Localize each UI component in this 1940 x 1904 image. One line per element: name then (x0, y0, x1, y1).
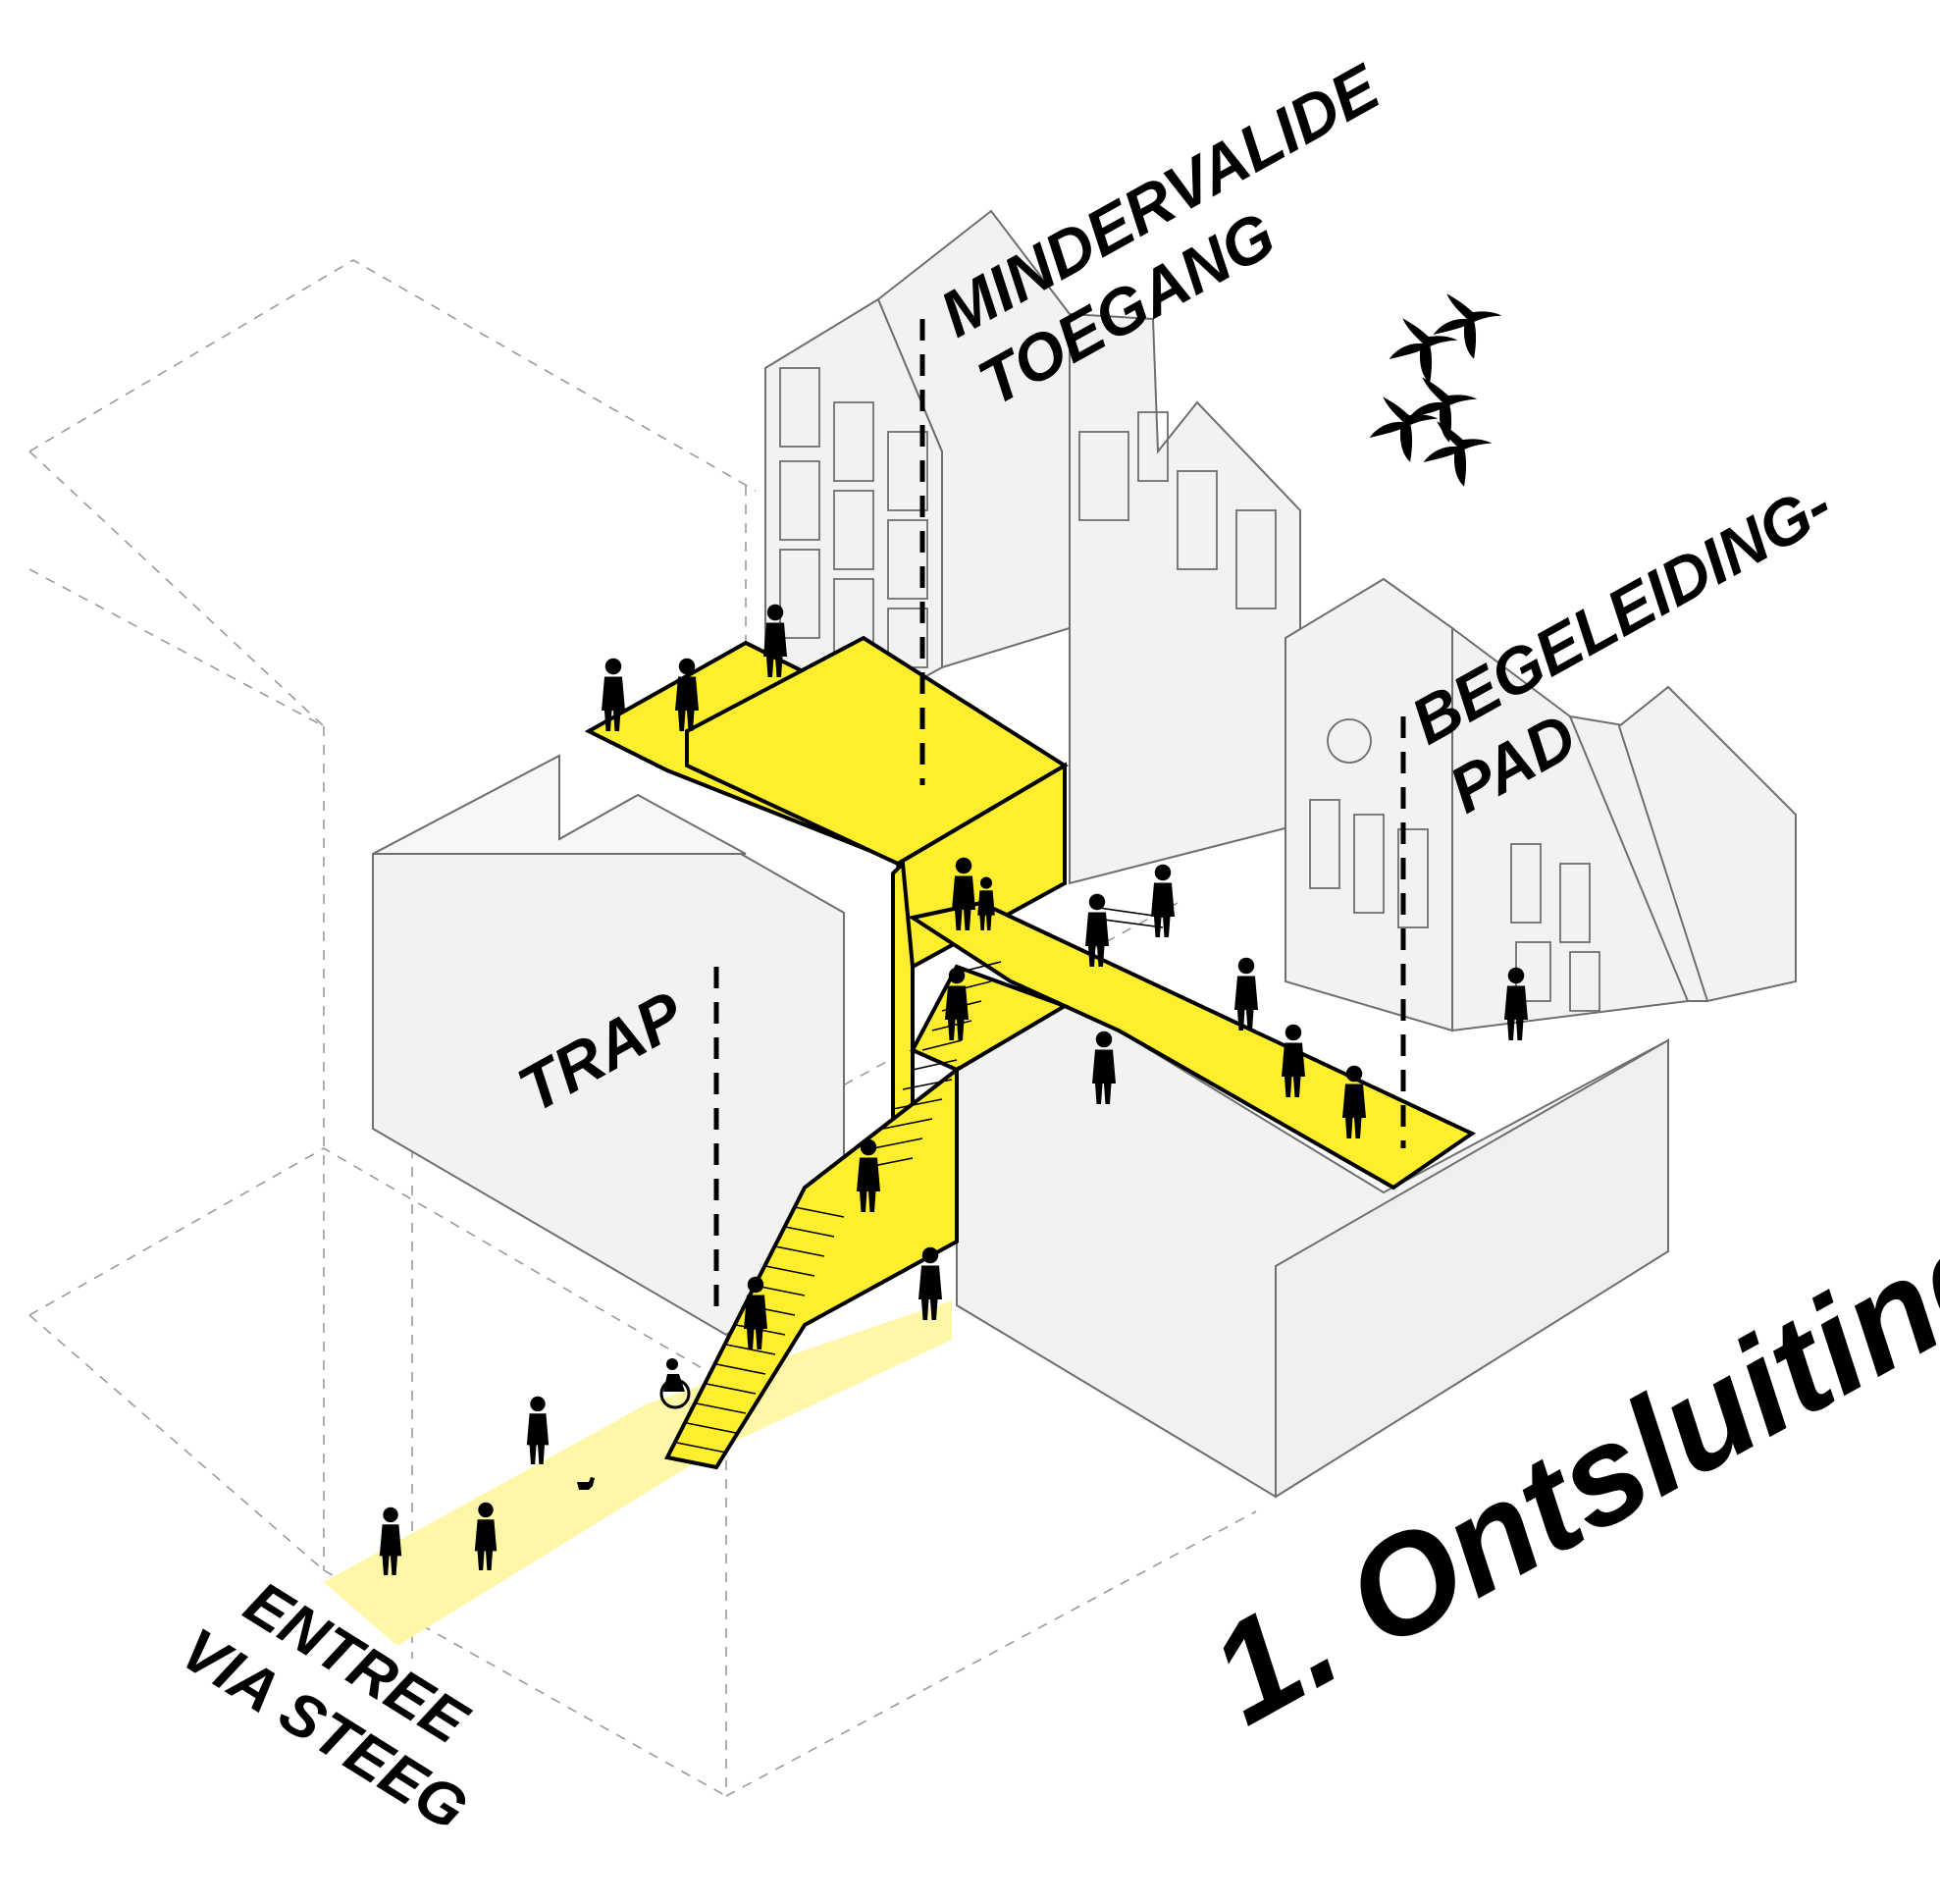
left-building (372, 754, 845, 1337)
back-houses (764, 209, 1797, 1032)
house-windows (779, 367, 1600, 1012)
right-building (956, 999, 1669, 1499)
alley-path (324, 1300, 952, 1646)
label-begeleiding-line1: BEGELEIDING- (1399, 467, 1844, 758)
annotation-leaders (713, 319, 1406, 1315)
people-silhouettes (379, 604, 1528, 1575)
birds (1354, 275, 1513, 499)
